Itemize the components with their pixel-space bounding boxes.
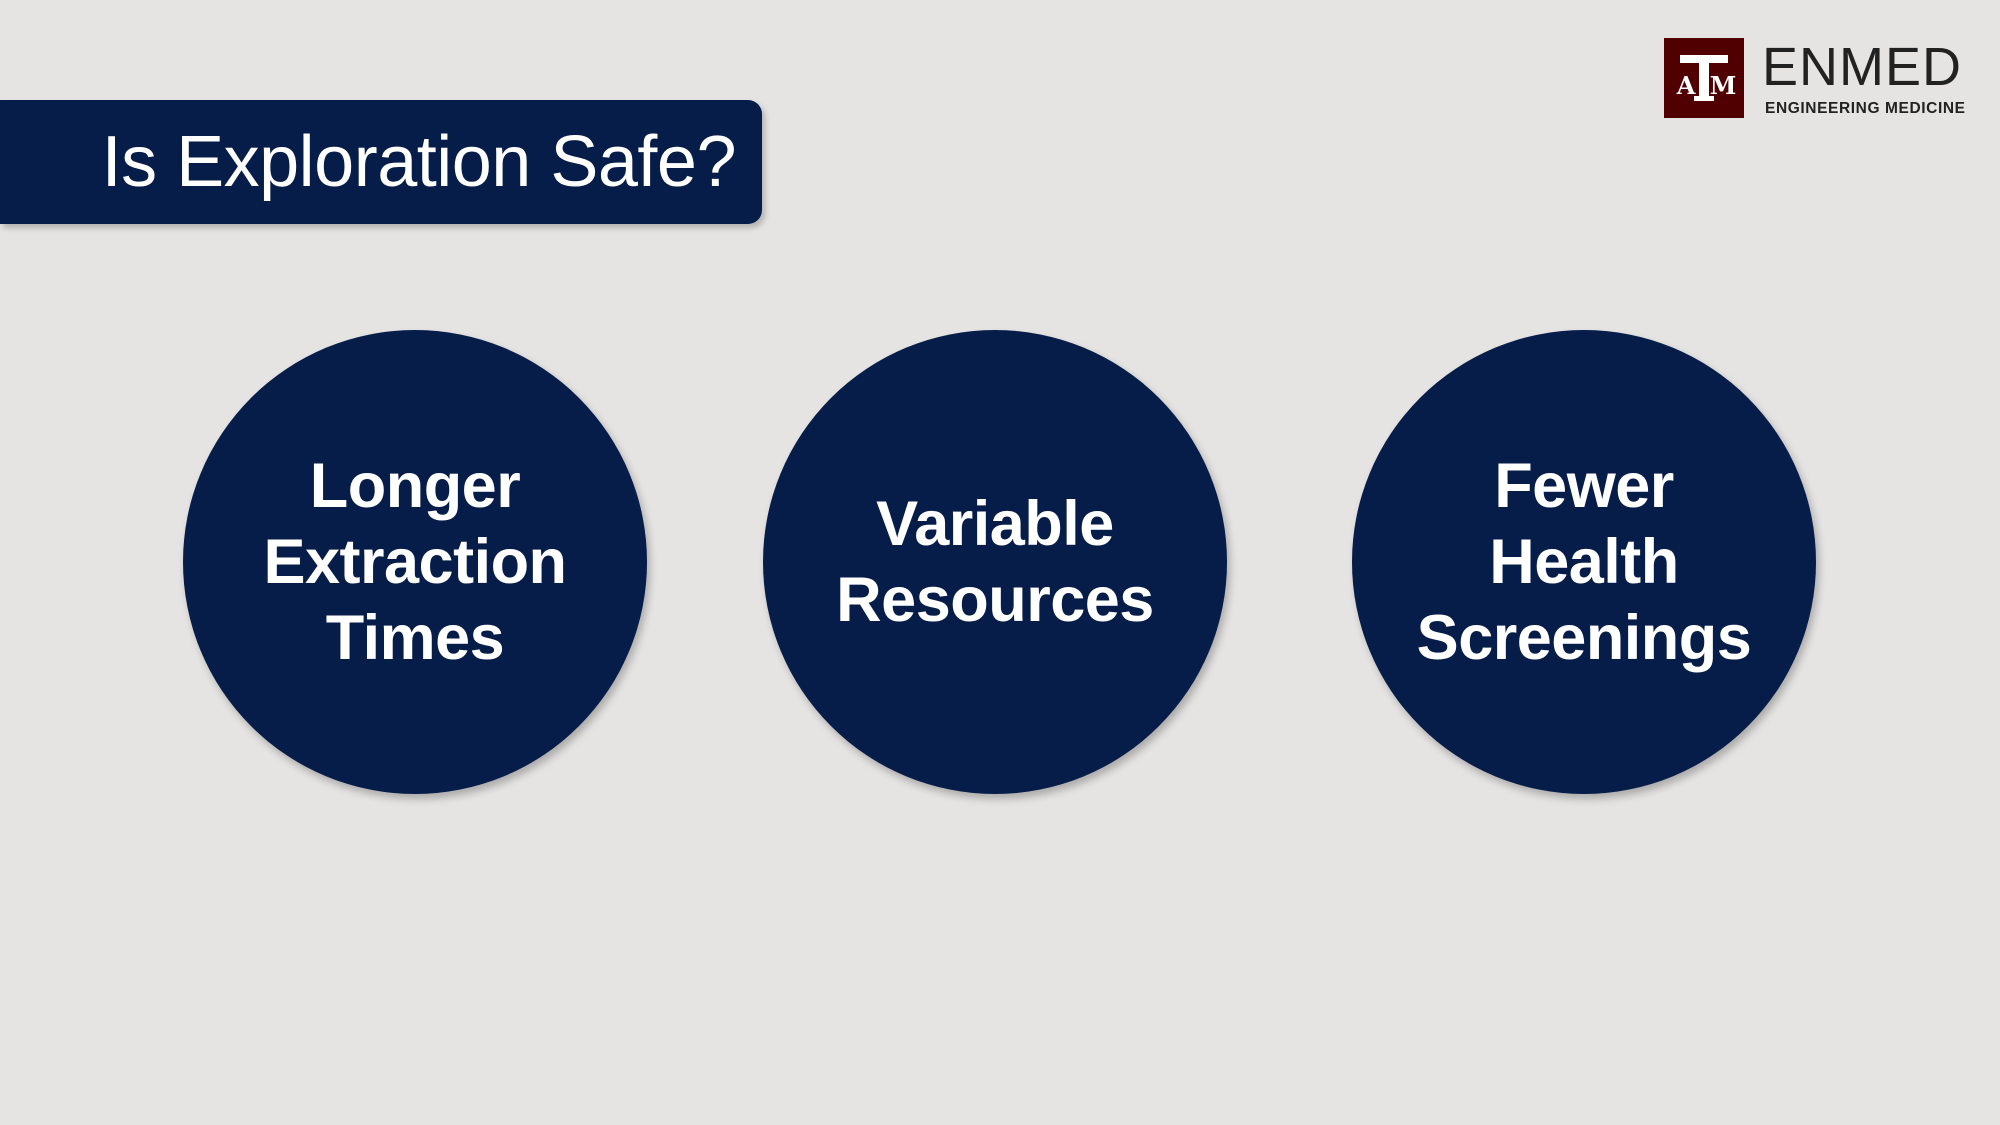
- slide-title: Is Exploration Safe?: [101, 122, 737, 202]
- atm-monogram-icon: A M T: [1676, 50, 1736, 101]
- logo-letter-m: M: [1710, 71, 1736, 100]
- circle-longer-extraction-times: Longer Extraction Times: [183, 330, 647, 794]
- circle-label-line: Resources: [836, 565, 1154, 635]
- enmed-logo: A M T ENMED ENGINEERING MEDICINE: [1664, 37, 1966, 118]
- circle-label-line: Fewer: [1494, 451, 1674, 521]
- logo-name: ENMED: [1762, 37, 1963, 97]
- title-banner: Is Exploration Safe?: [0, 100, 762, 224]
- circle-label: Variable Resources: [836, 486, 1154, 638]
- circle-label-line: Longer: [309, 451, 521, 521]
- logo-tagline: ENGINEERING MEDICINE: [1765, 100, 1966, 117]
- logo-letter-a: A: [1676, 71, 1696, 100]
- circle-label-line: Times: [325, 603, 505, 673]
- circle-variable-resources: Variable Resources: [763, 330, 1227, 794]
- circle-label-line: Health: [1489, 527, 1679, 597]
- circle-label: Fewer Health Screenings: [1417, 448, 1752, 676]
- circle-label: Longer Extraction Times: [263, 448, 567, 676]
- atm-logo-icon: A M T: [1664, 38, 1744, 118]
- logo-letter-t: T: [1704, 50, 1705, 51]
- circle-label-line: Screenings: [1416, 603, 1752, 673]
- circle-label-line: Variable: [876, 489, 1114, 559]
- circle-label-line: Extraction: [263, 527, 567, 597]
- circle-fewer-health-screenings: Fewer Health Screenings: [1352, 330, 1816, 794]
